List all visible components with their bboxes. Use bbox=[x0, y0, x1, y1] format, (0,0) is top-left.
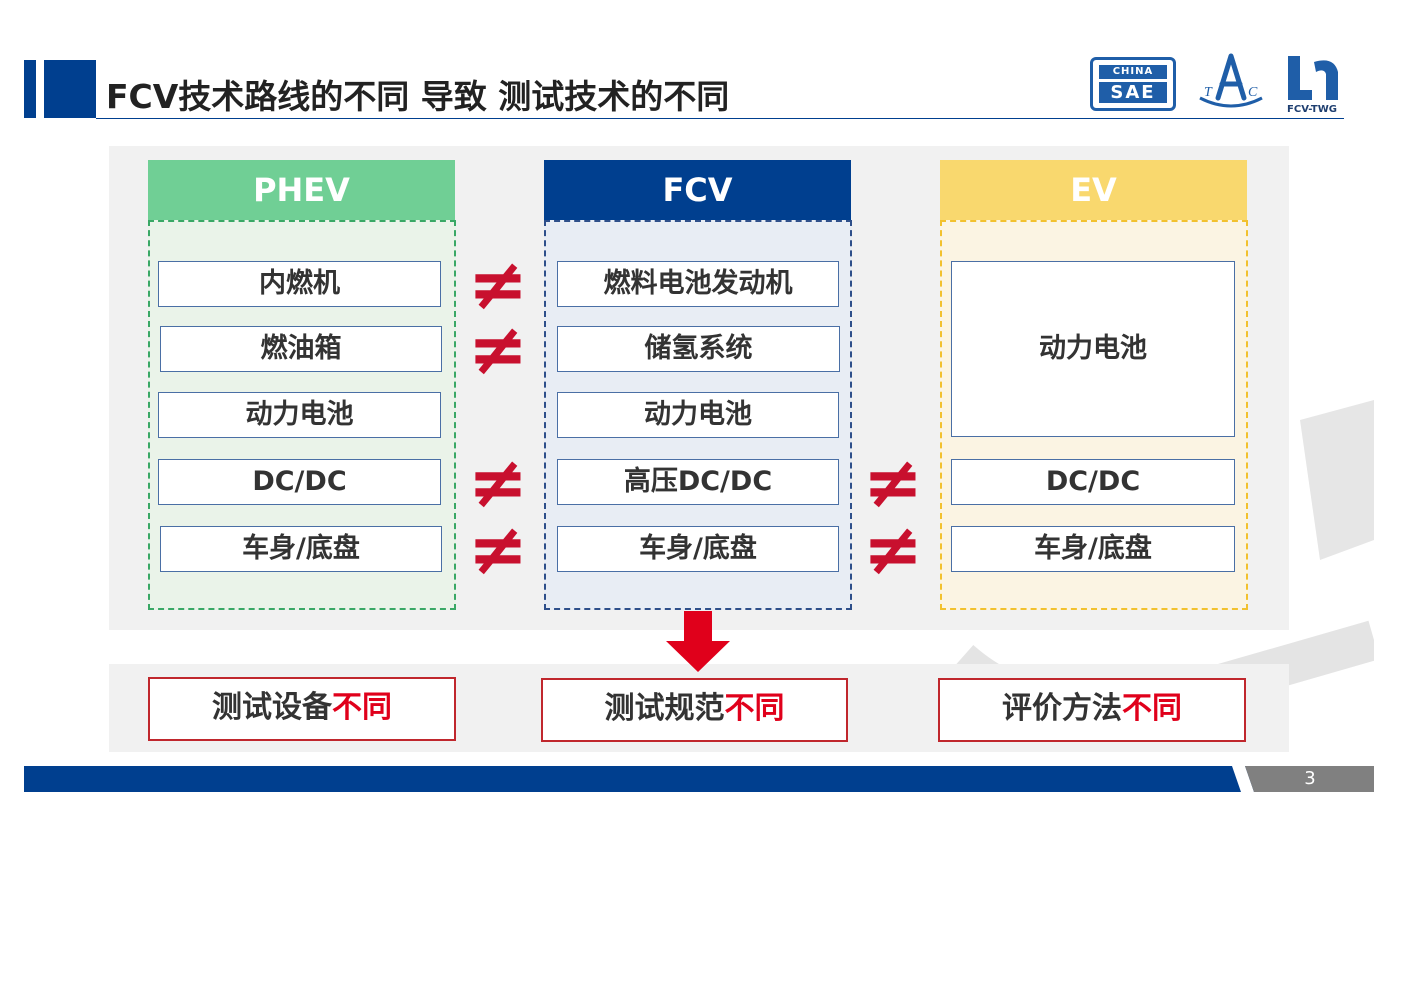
ev-header: EV bbox=[940, 160, 1247, 220]
fcv-item: 储氢系统 bbox=[557, 326, 840, 372]
result-evaluation-method: 评价方法不同 bbox=[938, 678, 1246, 742]
not-equal-symbol: ≠ bbox=[862, 507, 924, 591]
fcv-twg-logo bbox=[1288, 56, 1338, 100]
result-test-standard: 测试规范不同 bbox=[541, 678, 848, 742]
page-number-area bbox=[1262, 766, 1374, 792]
svg-text:C: C bbox=[1248, 85, 1258, 100]
footer-divider bbox=[1232, 766, 1262, 792]
result-prefix: 测试规范 bbox=[604, 691, 725, 726]
china-sae-logo: CHINA SAE bbox=[1090, 57, 1176, 111]
footer-bar bbox=[24, 766, 1374, 792]
phev-item: 动力电池 bbox=[158, 392, 441, 438]
fcv-twg-logo-text: FCV-TWG bbox=[1287, 104, 1337, 115]
tatc-logo: T C bbox=[1199, 53, 1263, 108]
result-suffix: 不同 bbox=[332, 690, 392, 725]
result-prefix: 测试设备 bbox=[212, 690, 332, 725]
svg-text:T: T bbox=[1204, 85, 1213, 100]
fcv-item: 燃料电池发动机 bbox=[557, 261, 839, 307]
sae-logo-top: CHINA bbox=[1099, 65, 1167, 79]
fcv-item: 高压DC/DC bbox=[557, 459, 839, 505]
title-underline bbox=[96, 118, 1344, 119]
result-suffix: 不同 bbox=[724, 691, 785, 726]
result-suffix: 不同 bbox=[1122, 691, 1182, 726]
ev-item: 车身/底盘 bbox=[951, 526, 1235, 572]
page-title: FCV技术路线的不同 导致 测试技术的不同 bbox=[106, 77, 730, 116]
phev-item: 燃油箱 bbox=[160, 326, 442, 372]
ev-item: 动力电池 bbox=[951, 261, 1235, 437]
page-number: 3 bbox=[1304, 768, 1316, 789]
fcv-item: 动力电池 bbox=[557, 392, 839, 438]
ev-item: DC/DC bbox=[951, 459, 1235, 505]
phev-item: 车身/底盘 bbox=[160, 526, 442, 572]
not-equal-symbol: ≠ bbox=[467, 507, 529, 591]
title-accent-thin bbox=[24, 60, 36, 118]
not-equal-symbol: ≠ bbox=[862, 440, 924, 524]
result-test-equipment: 测试设备不同 bbox=[148, 677, 456, 741]
title-accent-thick bbox=[44, 60, 96, 118]
not-equal-symbol: ≠ bbox=[467, 307, 529, 391]
phev-header: PHEV bbox=[148, 160, 455, 220]
phev-item: 内燃机 bbox=[158, 261, 441, 307]
fcv-item: 车身/底盘 bbox=[557, 526, 839, 572]
phev-item: DC/DC bbox=[158, 459, 441, 505]
down-arrow-icon bbox=[666, 611, 730, 672]
sae-logo-bottom: SAE bbox=[1099, 82, 1167, 103]
not-equal-symbol: ≠ bbox=[467, 440, 529, 524]
result-prefix: 评价方法 bbox=[1002, 691, 1122, 726]
fcv-header: FCV bbox=[544, 160, 851, 220]
not-equal-symbol: ≠ bbox=[467, 242, 529, 326]
